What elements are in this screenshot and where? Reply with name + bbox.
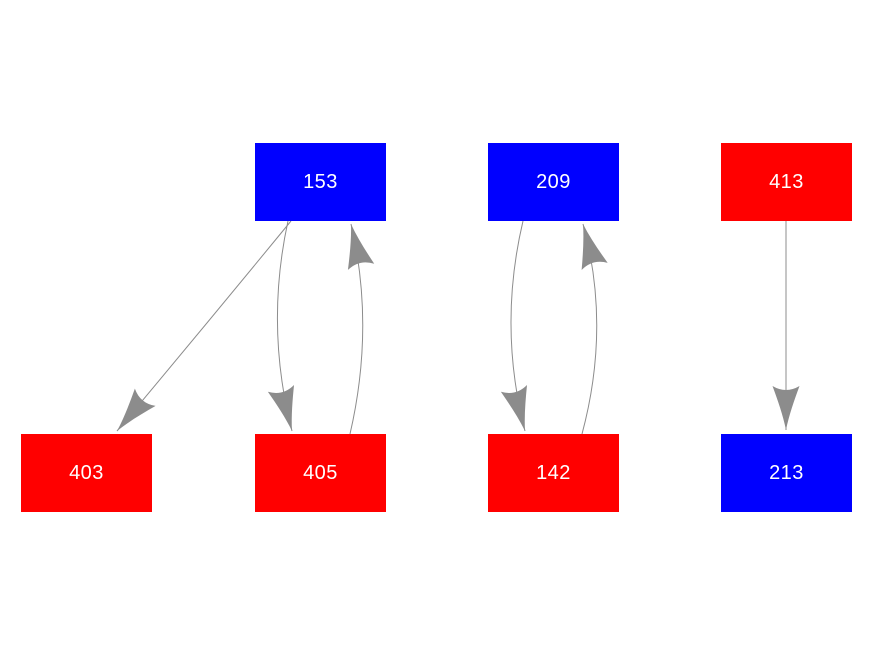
node-label: 142 <box>536 462 571 484</box>
arrowhead-142-to-209 <box>581 224 608 271</box>
arrowhead-413-to-213 <box>772 386 800 430</box>
node-413: 413 <box>721 143 852 221</box>
node-213: 213 <box>721 434 852 512</box>
arrowhead-209-to-142 <box>500 385 528 431</box>
arrowhead-153-to-405 <box>267 385 295 431</box>
node-label: 405 <box>303 462 338 484</box>
node-153: 153 <box>255 143 386 221</box>
node-209: 209 <box>488 143 619 221</box>
node-label: 209 <box>536 171 571 193</box>
node-label: 153 <box>303 171 338 193</box>
node-label: 403 <box>69 462 104 484</box>
node-label: 213 <box>769 462 804 484</box>
node-142: 142 <box>488 434 619 512</box>
node-403: 403 <box>21 434 152 512</box>
arrowhead-405-to-153 <box>347 224 375 270</box>
node-405: 405 <box>255 434 386 512</box>
arrowhead-153-to-403 <box>117 388 156 431</box>
node-label: 413 <box>769 171 804 193</box>
